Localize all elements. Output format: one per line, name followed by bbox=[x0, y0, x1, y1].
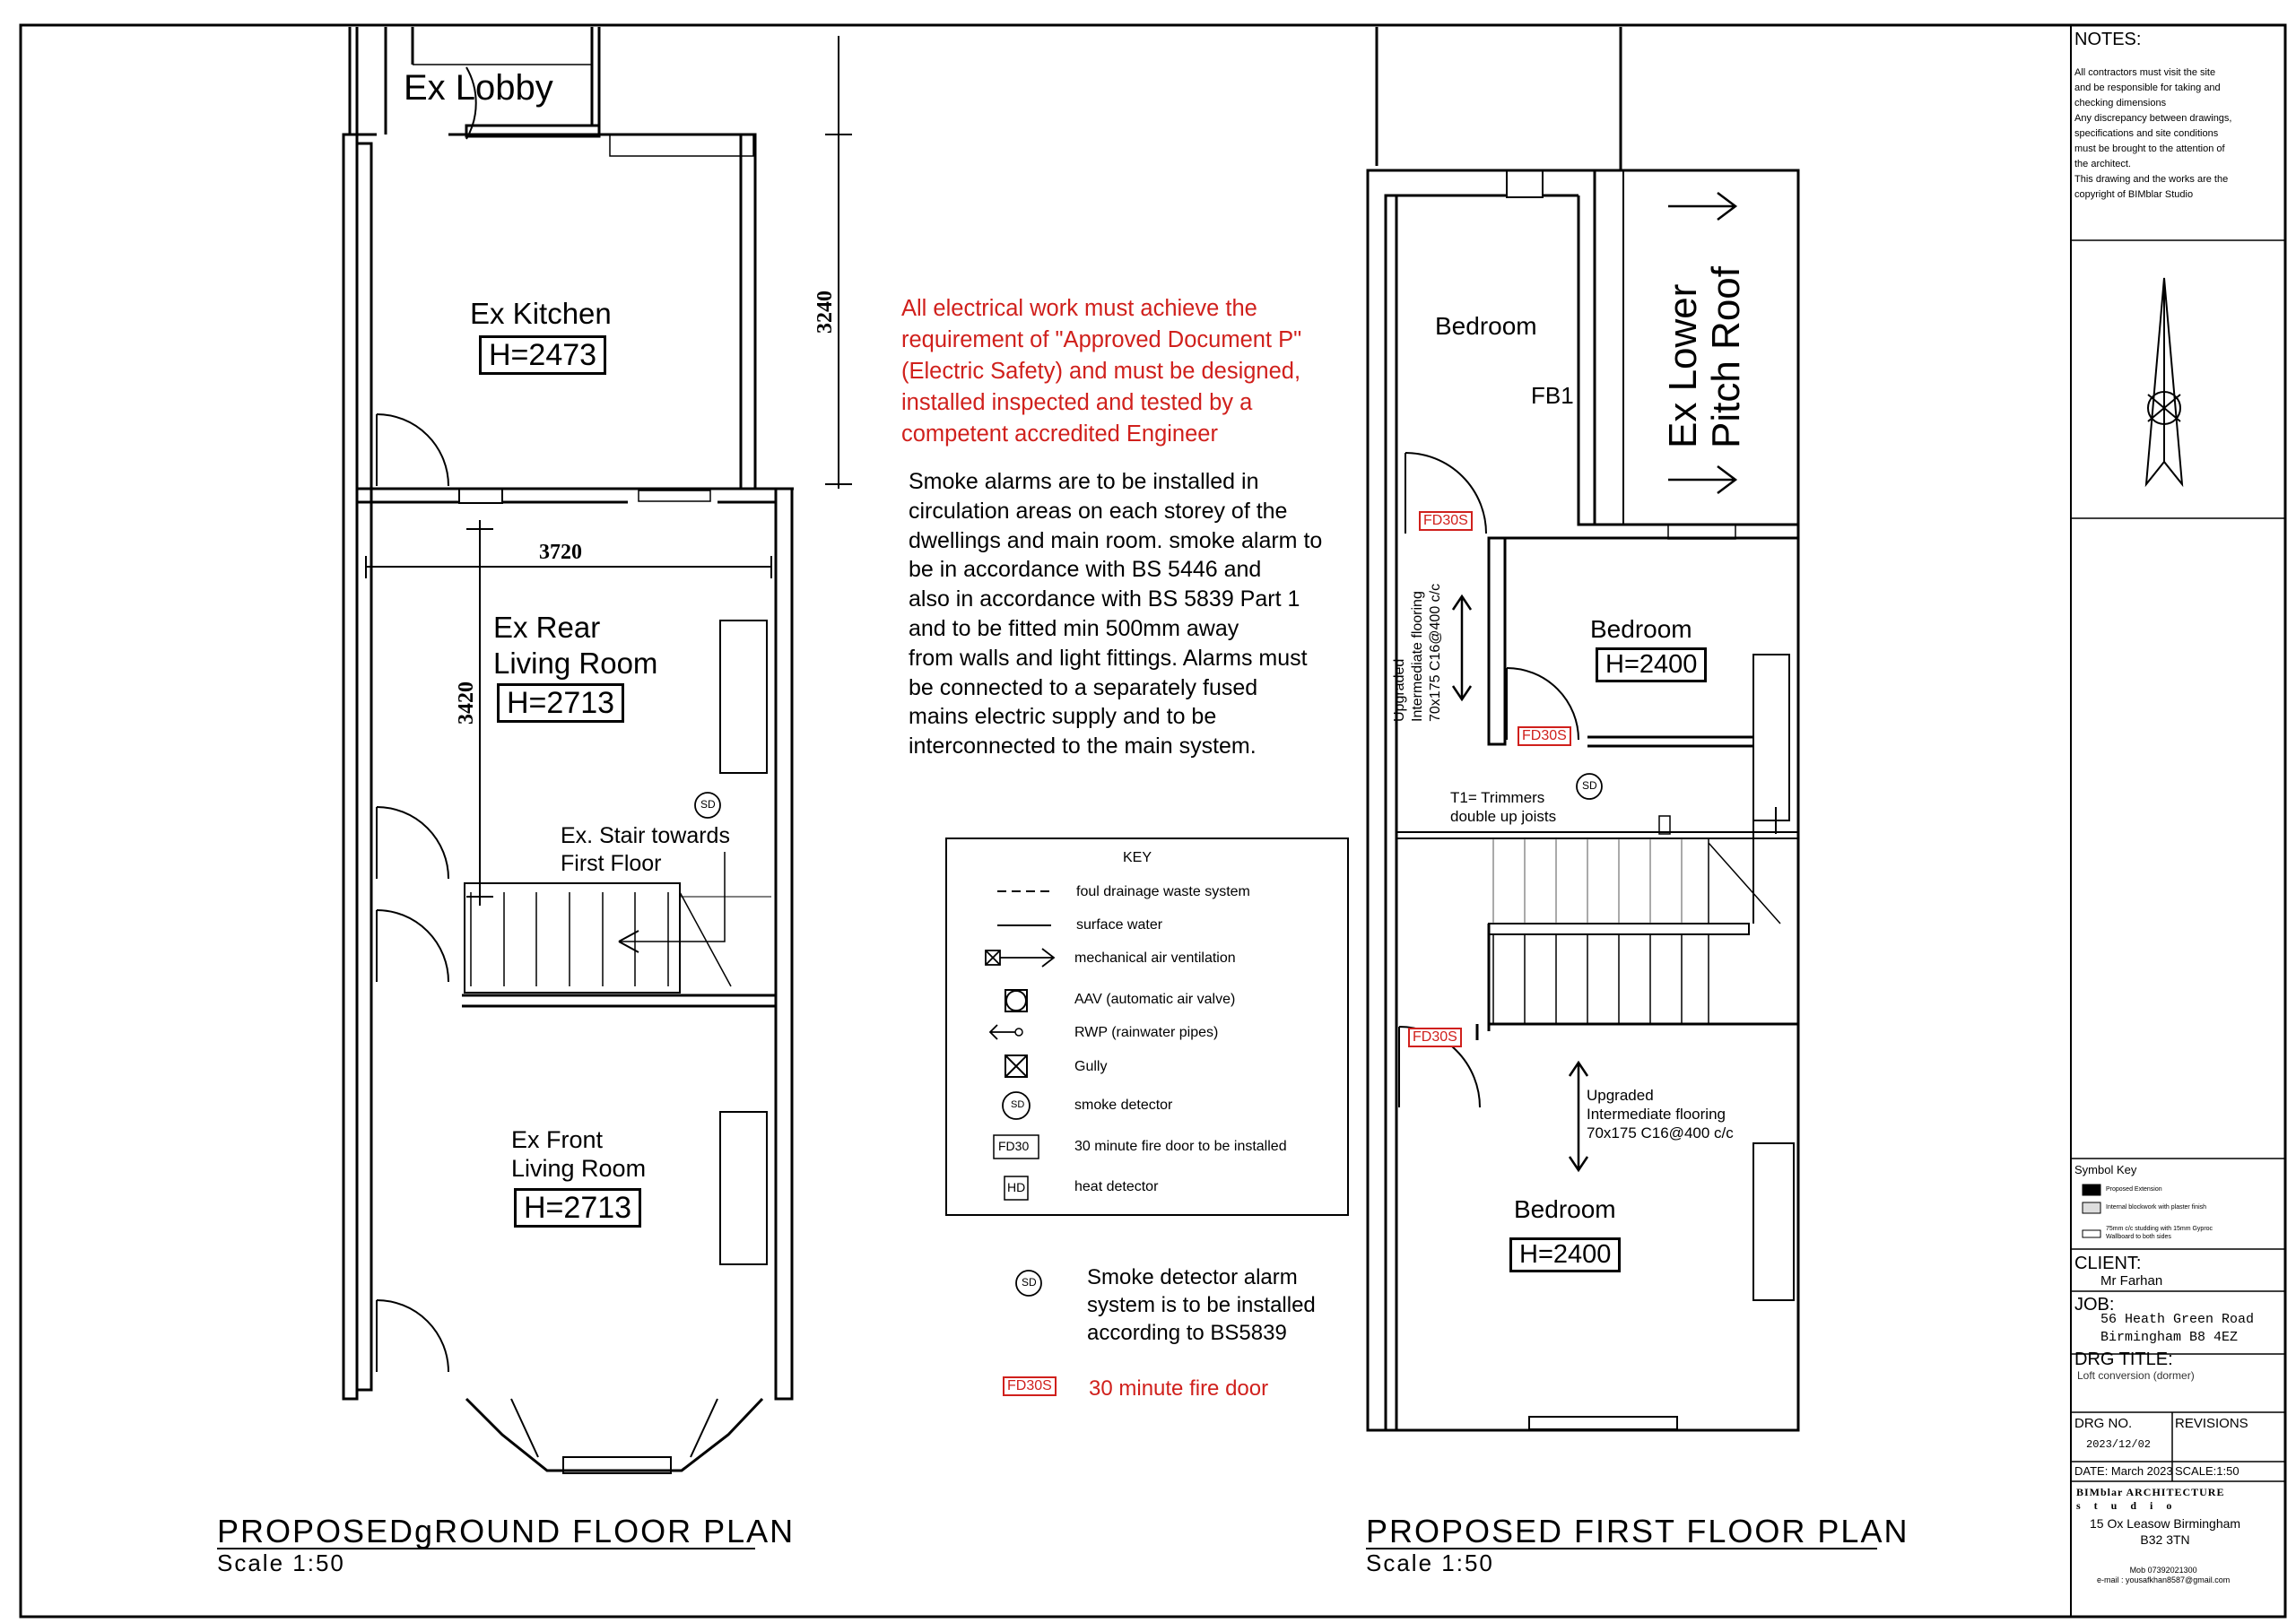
fire-door-note: 30 minute fire door bbox=[1089, 1376, 1269, 1401]
client-label: CLIENT: bbox=[2074, 1254, 2142, 1273]
key-item: surface water bbox=[1076, 917, 1163, 933]
client-value: Mr Farhan bbox=[2100, 1273, 2163, 1289]
north-arrow-icon bbox=[2144, 277, 2184, 488]
dimension-3420: 3420 bbox=[455, 681, 478, 725]
drg-no-value: 2023/12/02 bbox=[2086, 1438, 2152, 1451]
room-label-ex-rear-1: Ex Rear bbox=[493, 611, 601, 644]
electrical-note: All electrical work must achieve the req… bbox=[901, 296, 1302, 447]
firm-name-2: s t u d i o bbox=[2076, 1499, 2178, 1512]
firm-address: 15 Ox Leasow Birmingham B32 3TN bbox=[2090, 1516, 2241, 1547]
sd-label: SD bbox=[1022, 1276, 1037, 1289]
notes-heading: NOTES: bbox=[2074, 30, 2142, 49]
smoke-detector-note: Smoke detector alarm system is to be ins… bbox=[1087, 1265, 1316, 1345]
room-label-bedroom-a: Bedroom bbox=[1435, 312, 1537, 340]
height-label-bedroom-c: H=2400 bbox=[1509, 1237, 1622, 1272]
sd-label: SD bbox=[700, 798, 716, 811]
smoke-alarm-note: Smoke alarms are to be installed in circ… bbox=[909, 469, 1323, 759]
symbol-key-item: Internal blockwork with plaster finish bbox=[2106, 1204, 2207, 1211]
fire-door-tag: FD30S bbox=[1518, 726, 1571, 746]
symbol-key-heading: Symbol Key bbox=[2074, 1163, 2137, 1176]
job-label: JOB: bbox=[2074, 1295, 2115, 1315]
fire-door-tag: FD30S bbox=[1003, 1376, 1057, 1396]
fire-door-tag: FD30S bbox=[1419, 511, 1473, 531]
key-item: Gully bbox=[1074, 1059, 1108, 1074]
symbol-key-item: Proposed Extension bbox=[2106, 1186, 2162, 1193]
roof-label-1: Ex Lower bbox=[1661, 283, 1705, 448]
drg-no-label: DRG NO. bbox=[2074, 1416, 2133, 1431]
ground-floor-doors bbox=[376, 66, 477, 1373]
height-label-ex-front: H=2713 bbox=[514, 1188, 642, 1228]
stair-label-1: Ex. Stair towards bbox=[561, 823, 730, 848]
upgraded-vertical-1: Upgraded bbox=[1392, 658, 1407, 722]
ground-floor-walls bbox=[342, 27, 794, 1474]
first-floor-walls bbox=[1366, 27, 1800, 1432]
roof-label-2: Pitch Roof bbox=[1704, 266, 1748, 448]
key-item: 30 minute fire door to be installed bbox=[1074, 1139, 1287, 1154]
room-label-bedroom-b: Bedroom bbox=[1590, 615, 1692, 643]
key-item: foul drainage waste system bbox=[1076, 884, 1250, 899]
room-label-ex-front-1: Ex Front bbox=[511, 1126, 604, 1153]
key-hd-symbol: HD bbox=[1007, 1180, 1026, 1194]
upgraded-vertical-2: Intermediate flooring bbox=[1410, 591, 1425, 722]
fire-door-tag: FD30S bbox=[1408, 1028, 1462, 1047]
height-label-bedroom-b: H=2400 bbox=[1596, 647, 1708, 682]
roof-arrows bbox=[1451, 192, 1738, 1173]
ground-floor-scale: Scale 1:50 bbox=[217, 1549, 345, 1576]
room-label-ex-front-2: Living Room bbox=[511, 1155, 647, 1182]
key-item: heat detector bbox=[1074, 1179, 1159, 1194]
height-label-ex-rear: H=2713 bbox=[497, 683, 625, 723]
upgraded-horizontal-3: 70x175 C16@400 c/c bbox=[1587, 1124, 1734, 1141]
drg-title-label: DRG TITLE: bbox=[2074, 1350, 2173, 1369]
dimension-3240: 3240 bbox=[813, 291, 837, 334]
scale-value: SCALE:1:50 bbox=[2175, 1464, 2239, 1478]
upgraded-horizontal-1: Upgraded bbox=[1587, 1087, 1654, 1104]
t1-label-2: double up joists bbox=[1450, 808, 1557, 825]
room-label-bedroom-c: Bedroom bbox=[1514, 1195, 1616, 1223]
firm-name: BIMblar ARCHITECTURE bbox=[2076, 1486, 2225, 1498]
revisions-label: REVISIONS bbox=[2175, 1416, 2248, 1431]
key-title: KEY bbox=[1123, 850, 1152, 865]
first-floor-scale: Scale 1:50 bbox=[1366, 1549, 1494, 1576]
job-value: 56 Heath Green Road Birmingham B8 4EZ bbox=[2100, 1312, 2255, 1345]
smoke-detector-icons bbox=[694, 773, 1603, 1297]
first-floor-title: PROPOSED FIRST FLOOR PLAN bbox=[1366, 1513, 1909, 1549]
label-fb1: FB1 bbox=[1531, 382, 1574, 409]
key-box bbox=[945, 838, 1349, 1216]
notes-body: All contractors must visit the site and … bbox=[2074, 67, 2232, 200]
firm-contact: Mob 07392021300 e-mail : yousafkhan8587@… bbox=[2097, 1566, 2231, 1584]
upgraded-vertical-3: 70x175 C16@400 c/c bbox=[1428, 583, 1443, 722]
height-label-ex-kitchen: H=2473 bbox=[479, 335, 607, 375]
room-label-ex-kitchen: Ex Kitchen bbox=[470, 297, 612, 330]
room-label-ex-lobby: Ex Lobby bbox=[404, 68, 553, 108]
dimension-3720: 3720 bbox=[539, 541, 582, 564]
ground-floor-title: PROPOSEDgROUND FLOOR PLAN bbox=[217, 1513, 796, 1549]
stair-label-2: First Floor bbox=[561, 851, 662, 876]
t1-label-1: T1= Trimmers bbox=[1450, 789, 1545, 806]
drg-title-value: Loft conversion (dormer) bbox=[2077, 1369, 2195, 1382]
key-item: smoke detector bbox=[1074, 1098, 1173, 1113]
room-label-ex-rear-2: Living Room bbox=[493, 647, 658, 680]
sd-label: SD bbox=[1582, 779, 1597, 792]
key-item: RWP (rainwater pipes) bbox=[1074, 1025, 1219, 1040]
date-value: DATE: March 2023 bbox=[2074, 1464, 2173, 1478]
key-fd30-symbol: FD30 bbox=[998, 1139, 1030, 1153]
key-item: AAV (automatic air valve) bbox=[1074, 992, 1236, 1007]
key-item: mechanical air ventilation bbox=[1074, 950, 1236, 966]
symbol-key-item: 75mm c/c studding with 15mm Gyproc Wallb… bbox=[2106, 1226, 2213, 1240]
key-sd-symbol: SD bbox=[1011, 1099, 1025, 1110]
sheet-border bbox=[19, 23, 2287, 1619]
dimension-lines bbox=[365, 36, 852, 906]
upgraded-horizontal-2: Intermediate flooring bbox=[1587, 1106, 1726, 1123]
symbol-key-swatches bbox=[2082, 1184, 2101, 1238]
